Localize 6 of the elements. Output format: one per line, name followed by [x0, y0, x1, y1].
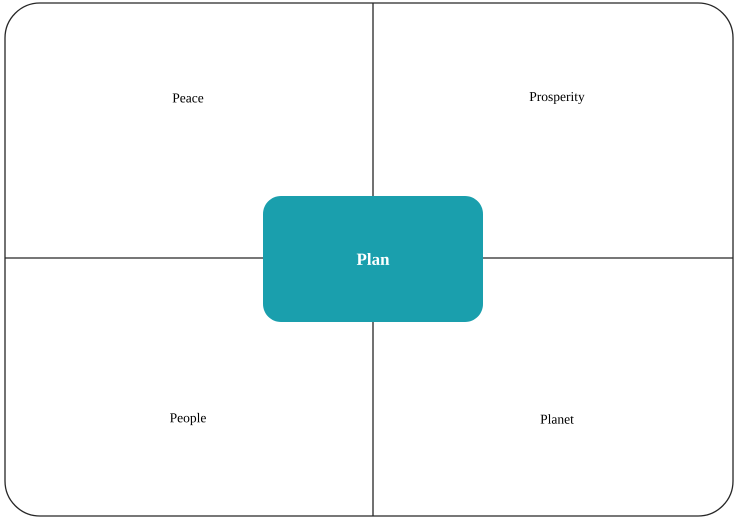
- quadrant-label: Peace: [172, 94, 204, 102]
- plan-box: Plan: [263, 196, 483, 322]
- quadrant-label: Planet: [540, 414, 574, 424]
- quadrant-label: Prosperity: [530, 92, 585, 104]
- frame-box: [4, 2, 734, 517]
- quadrant-label: People: [170, 412, 206, 426]
